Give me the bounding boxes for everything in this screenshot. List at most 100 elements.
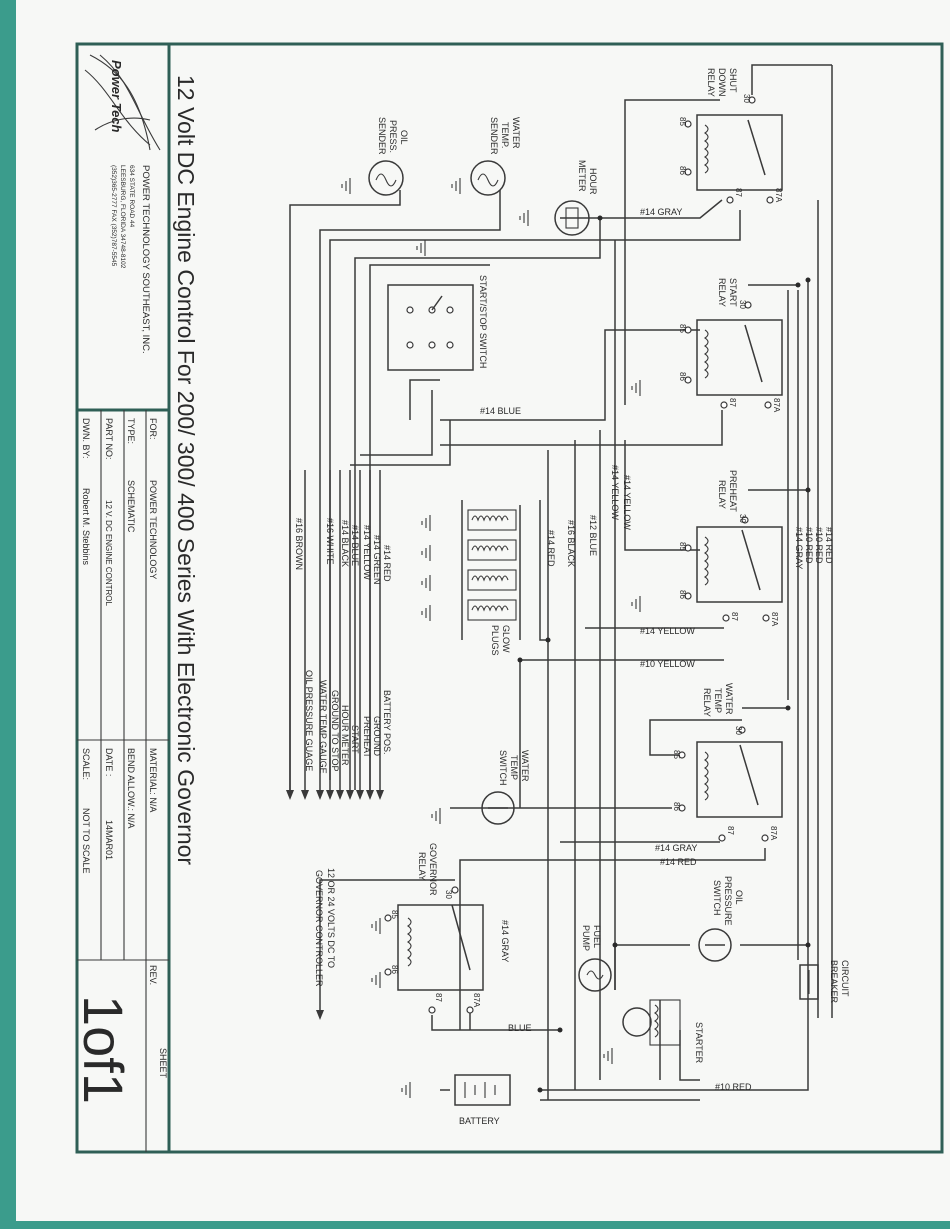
start-t87a: 87A bbox=[772, 398, 781, 413]
starter: STARTER bbox=[622, 999, 704, 1064]
wire-label-yellow14-horizontal: #14 YELLOW bbox=[640, 626, 695, 636]
water-temp-switch: WATER TEMP SWITCH bbox=[481, 750, 530, 825]
date-label: DATE : bbox=[104, 748, 114, 776]
water-temp-t87: 87 bbox=[726, 826, 735, 835]
water-temp-switch-label-3: SWITCH bbox=[498, 750, 508, 786]
governor-t85: 85 bbox=[390, 910, 399, 919]
junction-dots bbox=[517, 215, 811, 1093]
shutdown-t86: 86 bbox=[678, 166, 687, 175]
wire-label-red10-battery: #10 RED bbox=[715, 1082, 752, 1092]
governor-note-1: 12 OR 24 VOLTS DC TO bbox=[326, 868, 336, 968]
company-line-3: LEESBURG, FLORIDA 34748-8102 bbox=[119, 165, 126, 269]
oil-press-sender-label-2: PRESS. bbox=[388, 120, 398, 153]
water-temp-sender-label-2: TEMP. bbox=[500, 122, 510, 148]
harness-output-5: HOUR METER bbox=[340, 705, 350, 766]
governor-note-2: GOVERNOR CONTROLLER bbox=[314, 870, 324, 987]
circuit-breaker-label-1: CIRCUIT bbox=[840, 960, 850, 997]
harness-output-2: GROUND bbox=[372, 716, 382, 756]
water-temp-sender-label-1: WATER bbox=[511, 117, 521, 149]
governor-t87a: 87A bbox=[472, 993, 481, 1008]
sheet-number: 1of1 bbox=[72, 995, 135, 1104]
preheat-t87a: 87A bbox=[770, 612, 779, 627]
glow-plugs: GLOW PLUGS bbox=[467, 509, 517, 656]
preheat-t85: 85 bbox=[678, 542, 687, 551]
glow-plugs-label-1: GLOW bbox=[501, 625, 511, 653]
company-line-2: 634 STATE ROAD 44 bbox=[128, 165, 135, 228]
fuel-pump-label-2: PUMP bbox=[581, 925, 591, 951]
oil-pressure-switch-label-2: PRESSURE bbox=[723, 876, 733, 926]
oil-press-sender: OIL PRESS. SENDER bbox=[368, 117, 409, 196]
battery-label: BATTERY bbox=[459, 1116, 500, 1126]
scale-label: SCALE: bbox=[81, 748, 91, 780]
shutdown-t87a: 87A bbox=[774, 188, 783, 203]
wire-label-blue14: #14 BLUE bbox=[480, 406, 521, 416]
harness-output-3: PREHEAT bbox=[362, 716, 372, 758]
scan-bottom-band bbox=[0, 1221, 950, 1229]
dwn-value: Robert M. Stebbins bbox=[81, 488, 91, 566]
wire-label-red-water: #14 RED bbox=[660, 857, 697, 867]
oil-pressure-switch-label-3: SWITCH bbox=[712, 880, 722, 916]
shutdown-relay-label-2: DOWN bbox=[717, 68, 727, 97]
governor-t86: 86 bbox=[390, 965, 399, 974]
harness-labels: #14 RED #14 GREEN #14 YELLOW #14 BLUE #1… bbox=[294, 518, 392, 774]
scale-value: NOT TO SCALE bbox=[81, 808, 91, 874]
water-temp-relay-label-3: RELAY bbox=[702, 688, 712, 717]
fuel-pump: FUEL PUMP bbox=[578, 925, 612, 992]
preheat-t30: 30 bbox=[738, 514, 747, 523]
water-temp-switch-label-2: TEMP bbox=[509, 755, 519, 780]
sheet-label: SHEET bbox=[158, 1048, 168, 1079]
wire-label-black16: #16 BLACK bbox=[566, 520, 576, 567]
water-temp-relay: WATER TEMP RELAY 30 85 86 87 87A bbox=[672, 683, 783, 842]
shutdown-t85: 85 bbox=[678, 117, 687, 126]
company-logo: Power Tech bbox=[84, 54, 161, 151]
start-t86: 86 bbox=[678, 372, 687, 381]
hour-meter-label-1: HOUR bbox=[588, 168, 598, 195]
start-stop-switch-label: START/STOP SWITCH bbox=[478, 275, 488, 368]
shutdown-t30: 30 bbox=[742, 94, 751, 103]
for-value: POWER TECHNOLOGY bbox=[148, 480, 158, 579]
scan-edge-band bbox=[0, 0, 16, 1229]
start-t87: 87 bbox=[728, 398, 737, 407]
start-stop-switch: START/STOP SWITCH bbox=[387, 275, 488, 371]
start-t85: 85 bbox=[678, 324, 687, 333]
right-bus-label-4: #14 GRAY bbox=[794, 527, 804, 569]
water-temp-t85: 85 bbox=[672, 750, 681, 759]
type-label: TYPE: bbox=[126, 418, 136, 444]
for-label: FOR: bbox=[148, 418, 158, 440]
harness-output-6: GROUND TO STOP bbox=[330, 690, 340, 772]
bend-allow-field: BEND ALLOW.: N/A bbox=[126, 748, 136, 829]
water-temp-t86: 86 bbox=[672, 802, 681, 811]
shutdown-t87: 87 bbox=[734, 188, 743, 197]
company-line-1: POWER TECHNOLOGY SOUTHEAST, INC. bbox=[140, 165, 151, 354]
wiring bbox=[289, 64, 833, 1101]
harness-output-1: BATTERY POS. bbox=[382, 690, 392, 755]
right-bus-label-3: #10 RED bbox=[804, 527, 814, 564]
starter-label: STARTER bbox=[694, 1022, 704, 1064]
harness-wire-4: #14 BLUE bbox=[350, 525, 360, 566]
harness-wire-2: #14 GREEN bbox=[372, 535, 382, 585]
water-temp-sender: WATER TEMP. SENDER bbox=[470, 117, 521, 196]
page-title: 12 Volt DC Engine Control For 200/ 300/ … bbox=[173, 75, 199, 865]
start-relay-label-2: RELAY bbox=[717, 278, 727, 307]
harness-wire-3: #14 YELLOW bbox=[362, 525, 372, 580]
harness-output-7: WATER TEMP GAUGE bbox=[318, 680, 328, 774]
rev-label: REV. bbox=[148, 965, 158, 985]
governor-relay-label-2: RELAY bbox=[417, 852, 427, 881]
start-relay: START RELAY 30 85 86 87 87A bbox=[678, 278, 783, 413]
oil-press-sender-label-3: SENDER bbox=[377, 117, 387, 155]
preheat-relay-label-1: PREHEAT bbox=[728, 470, 738, 512]
preheat-relay: PREHEAT RELAY 30 85 86 87 87A bbox=[678, 470, 783, 627]
harness-arrows bbox=[286, 790, 384, 1020]
hour-meter-label-2: METER bbox=[577, 160, 587, 192]
title-block: Power Tech POWER TECHNOLOGY SOUTHEAST, I… bbox=[72, 54, 169, 1152]
right-bus-label-1: #14 RED bbox=[824, 527, 834, 564]
hour-meter: HOUR METER bbox=[554, 160, 598, 236]
ground-symbols bbox=[341, 178, 641, 1098]
harness-wire-7: #16 BROWN bbox=[294, 518, 304, 570]
water-temp-t30: 30 bbox=[734, 726, 743, 735]
right-bus-label-2: #10 RED bbox=[814, 527, 824, 564]
oil-pressure-switch: OIL PRESSURE SWITCH bbox=[698, 876, 744, 962]
governor-relay: GOVERNOR RELAY 30 85 86 87 87A bbox=[384, 843, 484, 1014]
harness-wire-1: #14 RED bbox=[382, 545, 392, 582]
